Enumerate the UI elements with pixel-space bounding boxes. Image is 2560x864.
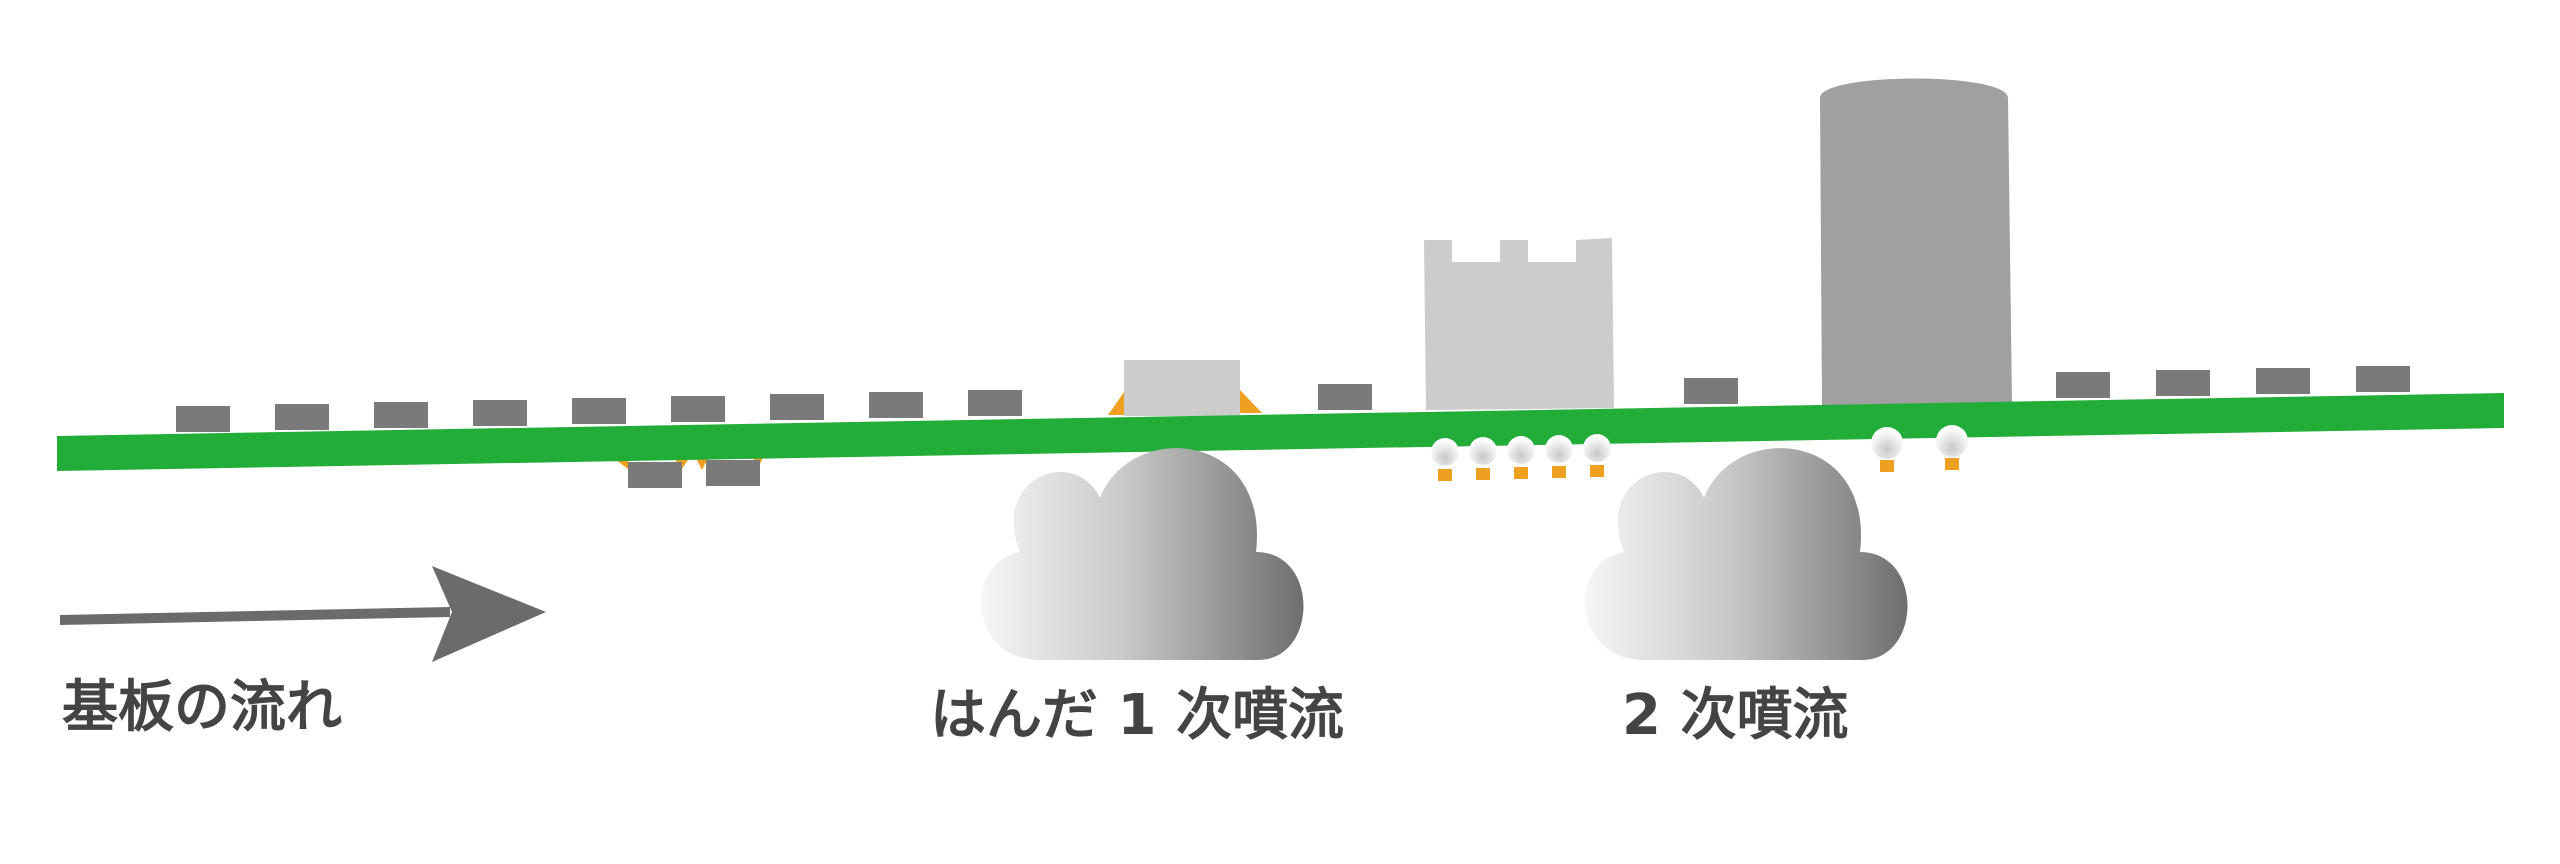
smd-component <box>671 396 725 422</box>
smd-component <box>1318 384 1372 410</box>
smd-component <box>968 390 1022 416</box>
smd-component <box>473 400 527 426</box>
capacitor-leads <box>1871 425 1968 472</box>
board-flow-label: 基板の流れ <box>62 675 342 740</box>
smd-component <box>374 402 428 428</box>
secondary-wave-label: 2 次噴流 <box>1622 683 1849 748</box>
primary-wave-cloud <box>980 448 1304 660</box>
smd-component <box>2156 370 2210 396</box>
top-smd-components <box>176 366 2410 432</box>
smd-component <box>869 392 923 418</box>
chip-component <box>1108 360 1262 416</box>
smd-component <box>1684 378 1738 404</box>
smd-component <box>2056 372 2110 398</box>
connector-leads <box>1431 434 1611 481</box>
connector-component <box>1424 238 1614 410</box>
smd-component <box>706 460 760 486</box>
smd-component <box>2356 366 2410 392</box>
smd-component <box>275 404 329 430</box>
primary-wave-label: はんだ 1 次噴流 <box>930 683 1344 748</box>
secondary-wave-cloud <box>1584 448 1908 660</box>
bottom-smd-components <box>628 460 760 488</box>
capacitor-component <box>1820 78 2012 406</box>
pcb-board <box>57 393 2504 471</box>
smd-component <box>770 394 824 420</box>
smd-component <box>176 406 230 432</box>
smd-component <box>628 462 682 488</box>
smd-component <box>572 398 626 424</box>
smd-component <box>2256 368 2310 394</box>
flow-arrow-icon <box>60 566 546 662</box>
